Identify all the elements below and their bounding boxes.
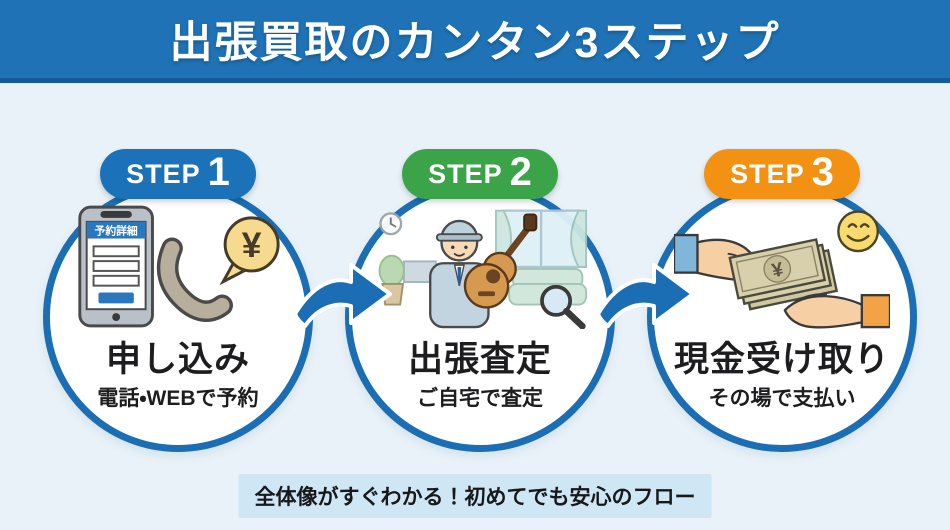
- step-1-card: STEP 1 予約詳細: [43, 149, 313, 452]
- step-3-badge-number: 3: [811, 150, 834, 194]
- receiving-hand-icon: [783, 293, 890, 329]
- yen-on-banknote: ¥: [770, 258, 785, 282]
- step-1-badge: STEP 1: [100, 149, 256, 199]
- step-3-card: STEP 3: [647, 149, 917, 452]
- step-2-illustration-svg: [378, 209, 588, 329]
- header-banner: 出張買取のカンタン3ステップ: [0, 0, 950, 83]
- smartphone-booking-icon: 予約詳細: [78, 205, 154, 328]
- magnifier-icon: [540, 284, 586, 329]
- step-3-badge: STEP 3: [704, 149, 860, 199]
- step-1-subtitle: 電話・WEBで予約: [97, 387, 259, 410]
- step-2-badge-number: 2: [509, 150, 532, 194]
- phone-handset-icon: [156, 237, 233, 322]
- cash-handover-illustration: ¥: [674, 205, 890, 329]
- step-1-badge-word: STEP: [126, 158, 201, 189]
- step-2-title: 出張査定: [407, 340, 552, 379]
- step-3-title: 現金受け取り: [673, 340, 890, 379]
- banknotes-icon: ¥: [728, 238, 839, 311]
- step-3-subtitle: その場で支払い: [708, 387, 856, 410]
- yen-symbol: ¥: [242, 226, 262, 265]
- home-appraisal-illustration: [372, 205, 588, 329]
- flow-arrow-2-icon: [596, 263, 695, 328]
- smartphone-and-call-illustration: 予約詳細 ¥: [70, 205, 286, 329]
- step-3-illustration-svg: ¥: [674, 210, 890, 329]
- step-1-badge-number: 1: [207, 150, 230, 194]
- step-2-subtitle: ご自宅で査定: [417, 387, 543, 410]
- footer-note-text: 全体像がすぐわかる！初めてでも安心のフロー: [254, 486, 696, 509]
- phone-screen-title: 予約詳細: [95, 224, 138, 238]
- step-3-badge-word: STEP: [730, 158, 805, 189]
- giving-hand-icon: [674, 233, 762, 282]
- step-1-title: 申し込み: [105, 340, 250, 379]
- page-title: 出張買取のカンタン3ステップ: [169, 19, 781, 67]
- guitar-icon: [463, 213, 538, 309]
- step-2-badge: STEP 2: [402, 149, 558, 199]
- flow-arrow-1-icon: [293, 263, 392, 328]
- step-2-badge-word: STEP: [428, 158, 503, 189]
- yen-speech-bubble-icon: ¥: [219, 216, 280, 286]
- footer-note: 全体像がすぐわかる！初めてでも安心のフロー: [238, 474, 712, 518]
- smiley-icon: [837, 210, 879, 253]
- step-1-illustration-svg: 予約詳細 ¥: [78, 205, 280, 328]
